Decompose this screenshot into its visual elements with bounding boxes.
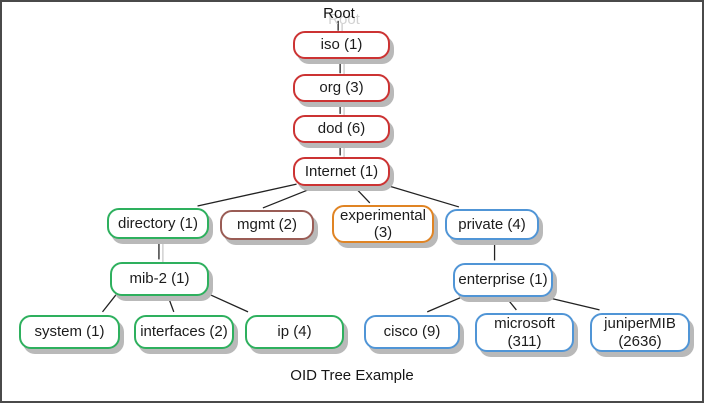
- edge-internet-mgmt: [262, 183, 323, 209]
- tree-node-mgmt: mgmt (2): [220, 210, 314, 240]
- edge-enterprise-juniperMIB: [533, 293, 600, 311]
- tree-node-experimental: experimental (3): [332, 205, 434, 243]
- edge-internet-private: [382, 183, 460, 208]
- tree-node-mib-2: mib-2 (1): [110, 262, 209, 296]
- tree-node-iso: iso (1): [293, 31, 390, 59]
- tree-node-dod: dod (6): [293, 115, 390, 143]
- root-label: Root: [323, 5, 355, 22]
- edge-internet-experimental: [351, 183, 371, 204]
- tree-node-directory: directory (1): [107, 208, 209, 239]
- edge-internet-directory: [197, 183, 297, 207]
- tree-node-private: private (4): [445, 209, 539, 240]
- edge-mib-2-system: [101, 292, 118, 313]
- edge-mib-2-interfaces: [166, 292, 175, 313]
- edge-enterprise-cisco: [426, 293, 470, 313]
- tree-node-enterprise: enterprise (1): [453, 263, 553, 297]
- tree-node-ip: ip (4): [245, 315, 344, 349]
- tree-node-microsoft: microsoft (311): [475, 313, 574, 352]
- tree-node-juniperMIB: juniperMIB (2636): [590, 313, 690, 352]
- diagram-caption: OID Tree Example: [290, 367, 414, 384]
- edge-mib-2-ip: [206, 292, 249, 313]
- tree-node-system: system (1): [19, 315, 120, 349]
- tree-node-cisco: cisco (9): [364, 315, 460, 349]
- tree-node-internet: Internet (1): [293, 157, 390, 186]
- tree-node-org: org (3): [293, 74, 390, 102]
- tree-node-interfaces: interfaces (2): [134, 315, 234, 349]
